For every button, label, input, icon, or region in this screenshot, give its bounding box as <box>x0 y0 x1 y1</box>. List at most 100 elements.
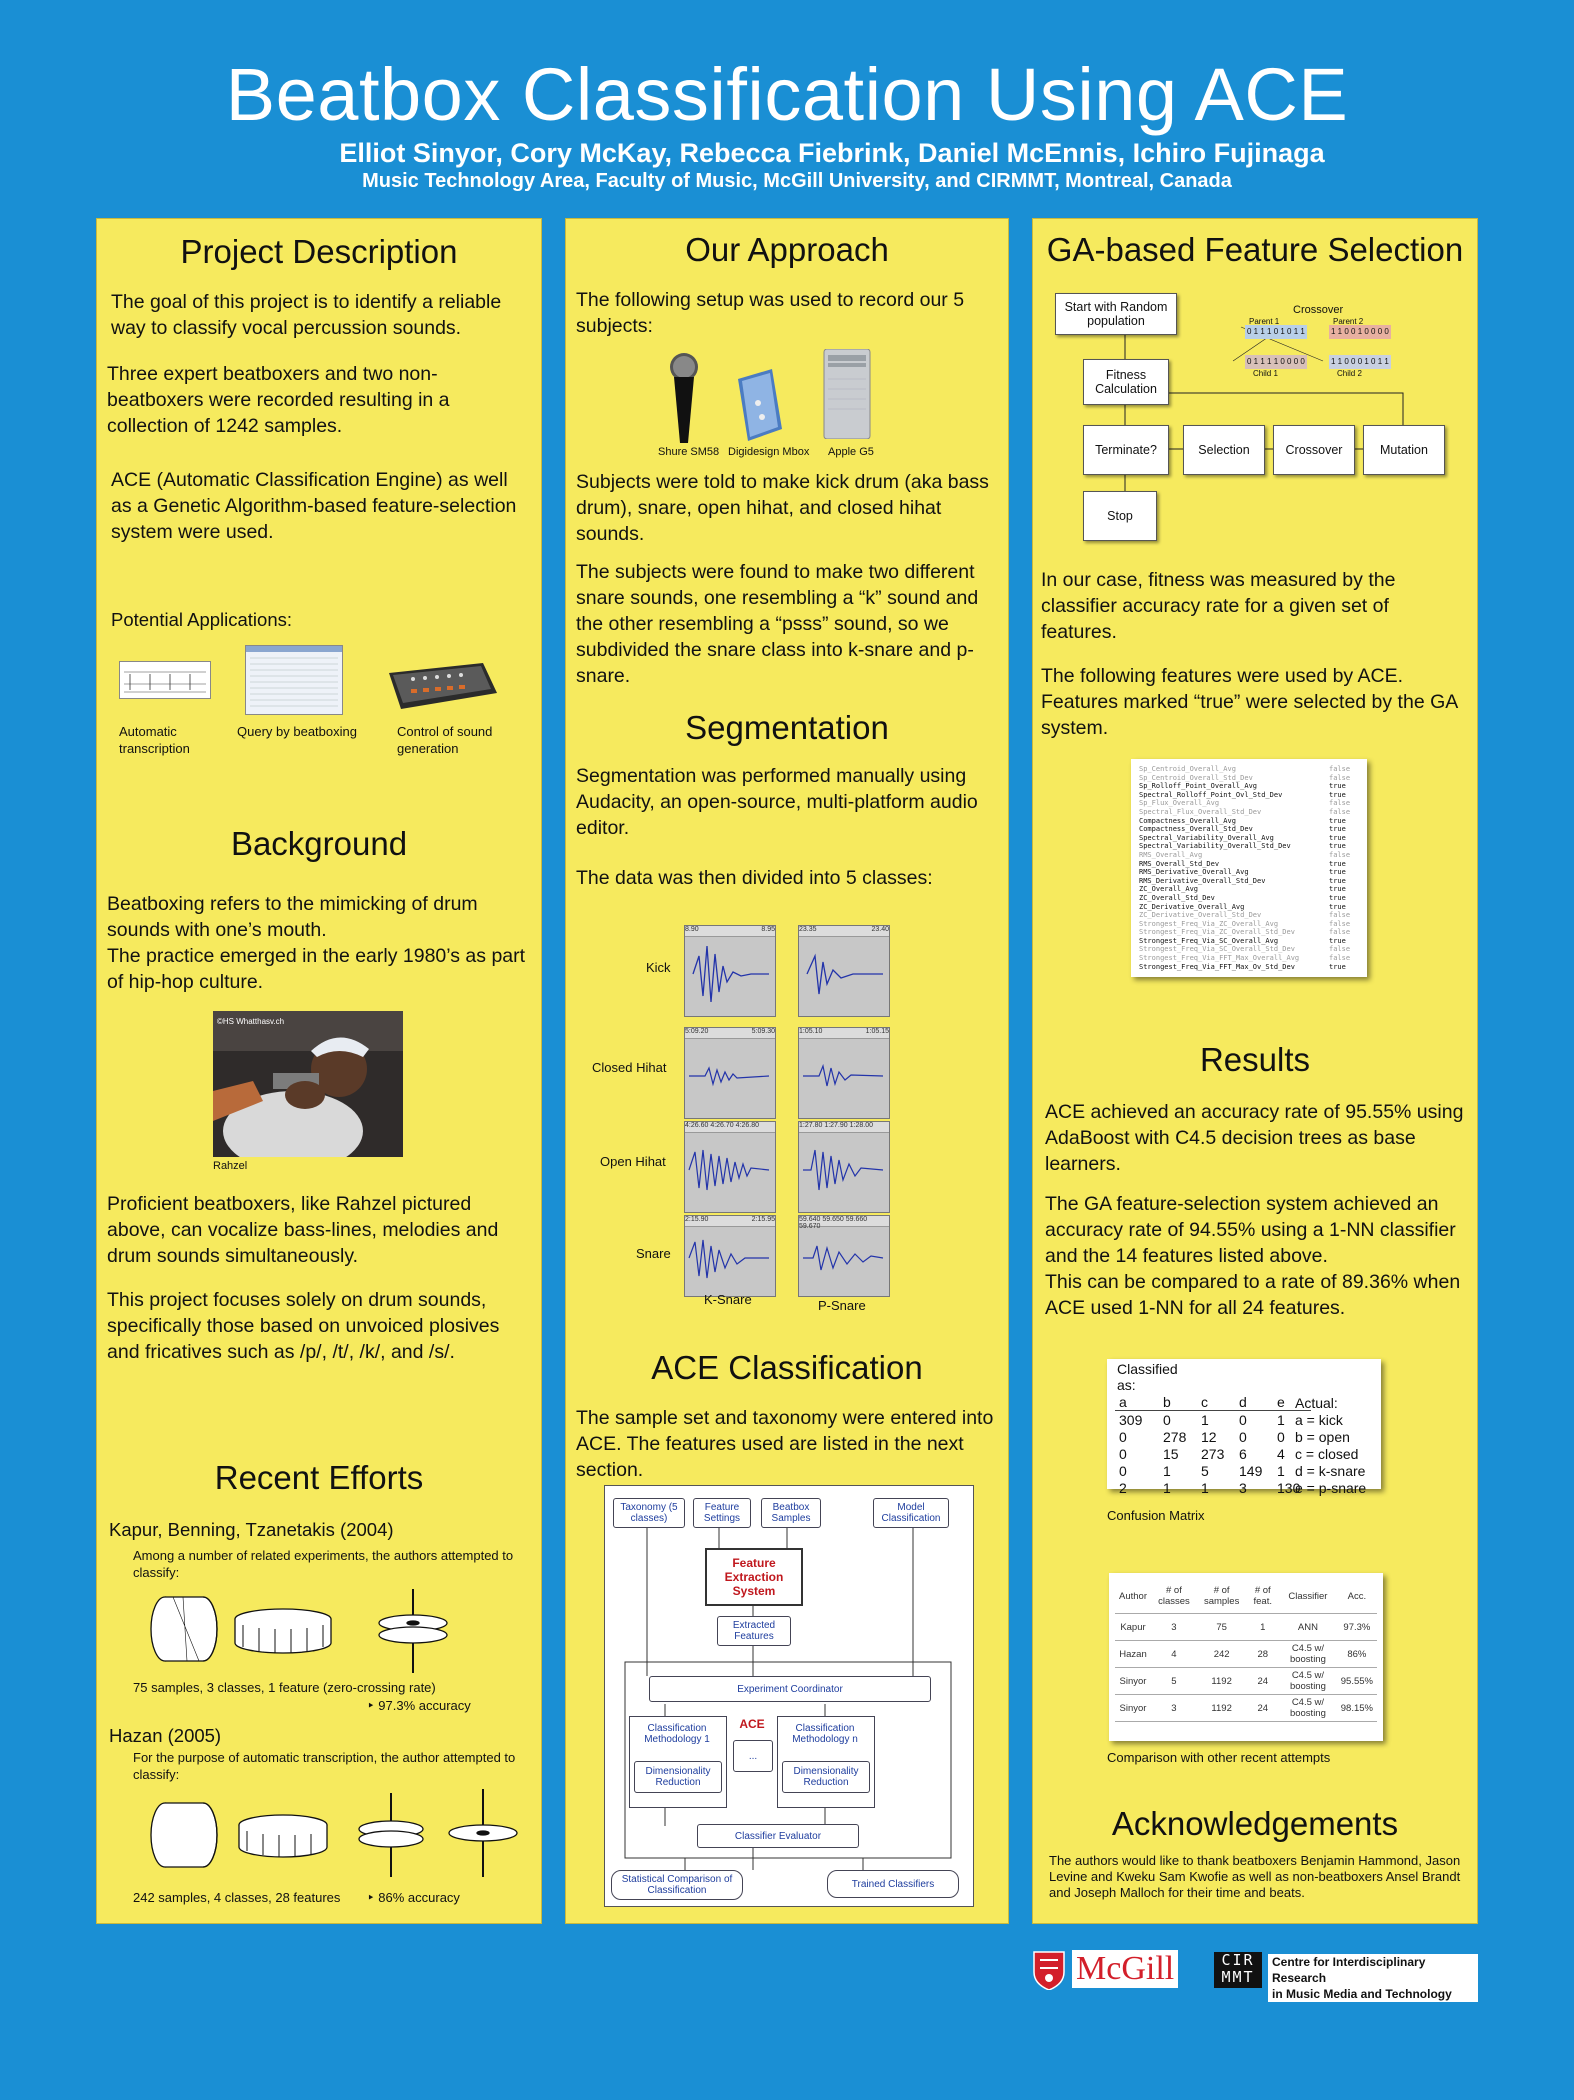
comparison-cell: 1 <box>1246 1613 1280 1641</box>
feature-selected: false <box>1329 799 1351 808</box>
feature-name: Spectral_Rolloff_Point_Ovl_Std_Dev <box>1139 790 1283 799</box>
feature-selected: true <box>1329 859 1346 868</box>
confusion-cell: 0 <box>1119 1428 1127 1445</box>
feature-name: Strongest_Freq_Via_SC_Overall_Avg <box>1139 936 1279 945</box>
background-p3: Proficient beatboxers, like Rahzel pictu… <box>107 1193 499 1267</box>
wave-time: 1:05.10 <box>799 1028 823 1035</box>
feature-selected: true <box>1329 885 1346 894</box>
crossover-parent1: Parent 1 <box>1249 317 1280 326</box>
kapur-drums-image <box>143 1589 473 1673</box>
crossover-child2: Child 2 <box>1337 369 1362 378</box>
diagram-extracted-features: Extracted Features <box>717 1616 791 1646</box>
section-title-background: Background <box>230 825 408 862</box>
poster-authors: Elliot Sinyor, Cory McKay, Rebecca Fiebr… <box>339 138 1325 168</box>
feature-row: Compactness_Overall_Std_Dev true <box>1139 825 1365 834</box>
confusion-actual-item: d = k-snare <box>1295 1463 1366 1479</box>
diagram-methodology-1-box: Classification Methodology 1 Dimensional… <box>629 1716 727 1808</box>
app-label-control: Control of sound generation <box>397 724 493 756</box>
apple-g5-image <box>822 348 872 440</box>
acknowledgements-text: The authors would like to thank beatboxe… <box>1049 1853 1461 1900</box>
diagram-beatbox-samples: Beatbox Samples <box>761 1498 821 1528</box>
confusion-actual-label: Actual: <box>1295 1395 1338 1411</box>
comparison-cell: ANN <box>1279 1613 1337 1641</box>
feature-selected: true <box>1329 842 1346 851</box>
feature-selected: true <box>1329 962 1346 971</box>
wave-time: 59.650 <box>822 1216 844 1223</box>
comparison-table-panel: Author# of classes# of samples# of feat.… <box>1109 1573 1383 1741</box>
confusion-cell: 15 <box>1163 1445 1179 1462</box>
kapur-accuracy: ‣ 97.3% accuracy <box>367 1698 471 1713</box>
comparison-cell: 5 <box>1151 1667 1197 1695</box>
equipment-label-g5: Apple G5 <box>828 446 874 458</box>
confusion-cell: 0 <box>1239 1428 1247 1445</box>
wave-time: 1:28.00 <box>849 1122 873 1129</box>
confusion-cell: 1 <box>1163 1462 1171 1479</box>
confusion-cell: 0 <box>1277 1428 1285 1445</box>
section-title-project: Project Description <box>180 233 458 270</box>
comparison-cell: 75 <box>1196 1613 1247 1641</box>
feature-name: Spectral_Flux_Overall_Std_Dev <box>1139 807 1262 816</box>
column-left: Project Description The goal of this pro… <box>96 218 542 1924</box>
wave-time: 5:09.20 <box>685 1028 709 1035</box>
feature-name: ZC_Derivative_Overall_Std_Dev <box>1139 911 1262 920</box>
drum-machine-image <box>383 659 499 711</box>
feature-name: Compactness_Overall_Std_Dev <box>1139 825 1253 834</box>
cirmmt-line2: in Music Media and Technology <box>1272 1987 1452 2001</box>
section-title-approach: Our Approach <box>685 231 889 268</box>
kapur-heading: Kapur, Benning, Tzanetakis (2004) <box>109 1519 394 1540</box>
feature-name: RMS_Derivative_Overall_Std_Dev <box>1139 876 1266 885</box>
p-snare-label: P-Snare <box>818 1298 866 1313</box>
equipment-label-mbox: Digidesign Mbox <box>728 446 810 458</box>
wave-time: 23.35 <box>799 926 817 933</box>
cirmmt-bottom: MMT <box>1221 1968 1255 1986</box>
feature-selected: true <box>1329 816 1346 825</box>
cirmmt-line1: Centre for Interdisciplinary Research <box>1272 1955 1426 1985</box>
feature-name: RMS_Derivative_Overall_Avg <box>1139 868 1249 877</box>
comparison-cell: Sinyor <box>1115 1694 1151 1722</box>
comparison-header-cell: # of samples <box>1196 1579 1247 1614</box>
flow-terminate: Terminate? <box>1083 425 1169 475</box>
column-right: GA-based Feature Selection Start with Ra… <box>1032 218 1478 1924</box>
feature-name: RMS_Overall_Avg <box>1139 850 1203 859</box>
comparison-cell: C4.5 w/ boosting <box>1279 1694 1337 1722</box>
comparison-cell: 86% <box>1336 1640 1377 1668</box>
wave-label-closed-hihat: Closed Hihat <box>592 1060 667 1075</box>
poster-header: Beatbox Classification Using ACE Elliot … <box>0 0 1574 210</box>
confusion-cell: 1 <box>1163 1479 1171 1496</box>
crossover-parent1-bits: 0 1 1 1 0 1 0 1 1 <box>1245 325 1307 339</box>
crossover-child2-bits: 1 1 0 0 0 1 0 1 1 <box>1329 355 1391 369</box>
background-p1: Beatboxing refers to the mimicking of dr… <box>107 893 478 941</box>
diagram-trained-classifiers: Trained Classifiers <box>827 1870 959 1898</box>
flow-crossover: Crossover <box>1273 425 1355 475</box>
section-title-ga: GA-based Feature Selection <box>1046 231 1464 268</box>
mcgill-logo-text: McGill <box>1072 1950 1179 1988</box>
feature-selected: true <box>1329 868 1346 877</box>
confusion-cell: 1 <box>1277 1462 1285 1479</box>
feature-name: ZC_Overall_Avg <box>1139 885 1199 894</box>
section-title-acknowledgements: Acknowledgements <box>1111 1805 1399 1842</box>
hazan-description: For the purpose of automatic transcripti… <box>133 1750 516 1782</box>
feature-selected: true <box>1329 825 1346 834</box>
comparison-cell: 98.15% <box>1336 1694 1377 1722</box>
flow-stop: Stop <box>1083 491 1157 541</box>
wave-time: 4:26.70 <box>710 1122 734 1129</box>
feature-name: ZC_Derivative_Overall_Avg <box>1139 902 1245 911</box>
feature-selected: false <box>1329 919 1351 928</box>
comparison-cell: C4.5 w/ boosting <box>1279 1667 1337 1695</box>
feature-selected: true <box>1329 893 1346 902</box>
feature-selected: true <box>1329 833 1346 842</box>
segmentation-p1: Segmentation was performed manually usin… <box>576 765 978 839</box>
